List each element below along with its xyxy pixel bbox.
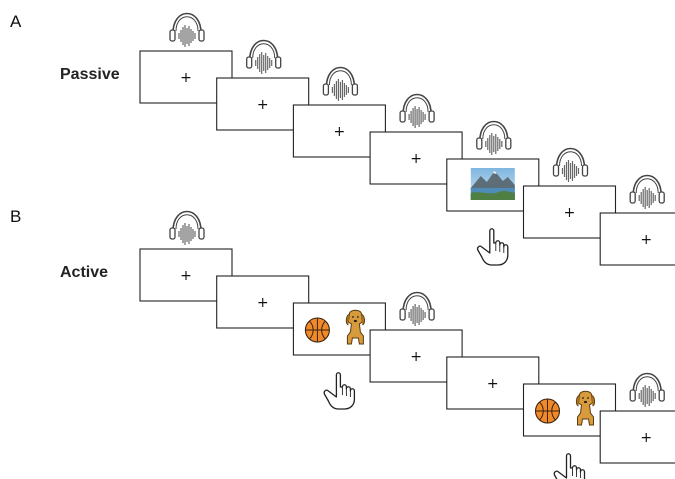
fixation-cross: + bbox=[410, 349, 422, 365]
fixation-cross: + bbox=[334, 124, 346, 140]
fixation-cross: + bbox=[640, 430, 652, 446]
pointing-hand-icon bbox=[553, 453, 586, 479]
trial-frame: + bbox=[599, 212, 675, 266]
headphones-waveform-icon bbox=[552, 147, 589, 183]
fixation-cross: + bbox=[564, 205, 576, 221]
condition-label-active: Active bbox=[60, 264, 108, 281]
headphones-waveform-icon bbox=[245, 39, 282, 75]
headphones-waveform-icon bbox=[475, 120, 512, 156]
fixation-cross: + bbox=[257, 295, 269, 311]
headphones-waveform-icon bbox=[169, 12, 205, 48]
basketball-icon bbox=[534, 398, 561, 424]
fixation-cross: + bbox=[640, 232, 652, 248]
trial-frame: + bbox=[599, 410, 675, 464]
landscape-photo bbox=[470, 168, 515, 200]
pointing-hand-icon bbox=[476, 228, 509, 266]
frame-box bbox=[599, 212, 675, 266]
trial-frame: + bbox=[139, 50, 233, 104]
panel-letter-a: A bbox=[10, 12, 22, 31]
frame-box bbox=[599, 410, 675, 464]
trial-frame: + bbox=[446, 356, 540, 410]
headphones-waveform-icon bbox=[629, 174, 666, 210]
headphones-waveform-icon bbox=[399, 93, 435, 129]
pointing-hand-icon bbox=[323, 372, 356, 410]
headphones-waveform-icon bbox=[399, 291, 435, 327]
trial-frame: + bbox=[522, 185, 617, 239]
headphones-waveform-icon bbox=[629, 372, 666, 408]
basketball-icon bbox=[304, 317, 330, 343]
frames-layer: + + + + + + + + + + + bbox=[139, 12, 675, 479]
fixation-cross: + bbox=[410, 151, 422, 167]
fixation-cross: + bbox=[257, 97, 269, 113]
headphones-waveform-icon bbox=[169, 210, 205, 246]
frame-box bbox=[522, 185, 617, 239]
frame-box bbox=[446, 356, 540, 410]
condition-label-passive: Passive bbox=[60, 66, 120, 83]
fixation-cross: + bbox=[180, 70, 192, 86]
headphones-waveform-icon bbox=[322, 66, 359, 102]
panel-letter-b: B bbox=[10, 207, 21, 226]
fixation-cross: + bbox=[180, 268, 192, 284]
fixation-cross: + bbox=[487, 376, 499, 392]
